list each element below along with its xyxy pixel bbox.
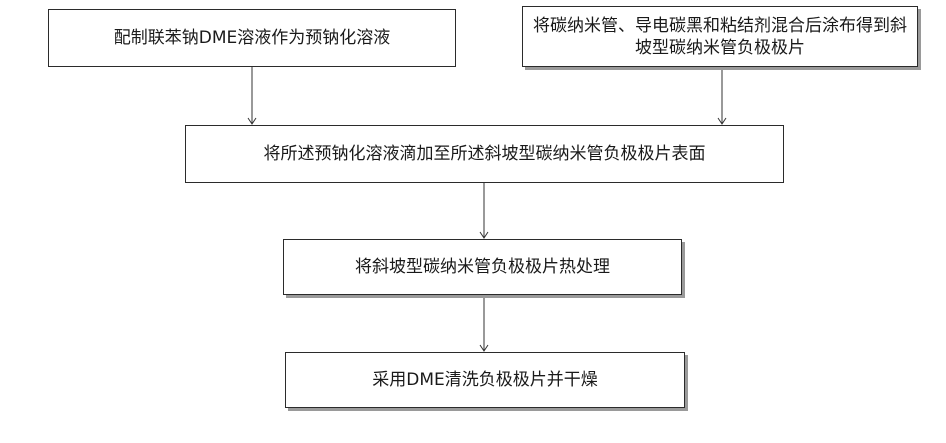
step-text-coat-anode: 将碳纳米管、导电碳黑和粘结剂混合后涂布得到斜坡型碳纳米管负极极片: [523, 15, 917, 59]
step-text-drip-solution: 将所述预钠化溶液滴加至所述斜坡型碳纳米管负极极片表面: [264, 143, 706, 165]
step-box-heat-treat: 将斜坡型碳纳米管负极极片热处理: [283, 239, 682, 295]
step-box-wash-dry: 采用DME清洗负极极片并干燥: [285, 352, 685, 408]
step-box-prepare-solution: 配制联苯钠DME溶液作为预钠化溶液: [48, 9, 456, 67]
step-text-prepare-solution: 配制联苯钠DME溶液作为预钠化溶液: [114, 27, 391, 49]
step-text-heat-treat: 将斜坡型碳纳米管负极极片热处理: [355, 256, 610, 278]
step-box-drip-solution: 将所述预钠化溶液滴加至所述斜坡型碳纳米管负极极片表面: [185, 125, 784, 183]
step-box-coat-anode: 将碳纳米管、导电碳黑和粘结剂混合后涂布得到斜坡型碳纳米管负极极片: [522, 6, 918, 67]
step-text-wash-dry: 采用DME清洗负极极片并干燥: [372, 369, 598, 391]
